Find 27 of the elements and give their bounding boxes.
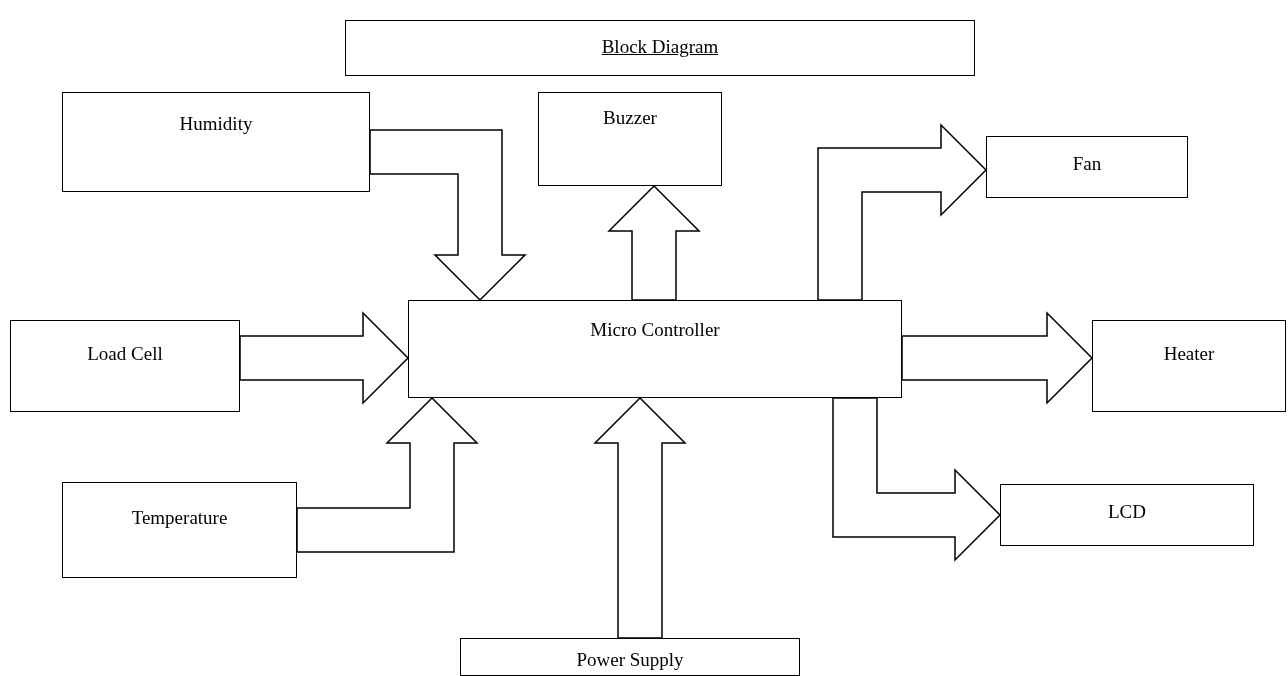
block-label: Micro Controller: [590, 319, 720, 341]
block-arrow: [817, 123, 988, 301]
block-label: Fan: [1072, 153, 1102, 175]
block-arrow: [369, 129, 527, 302]
block-label: Load Cell: [87, 343, 163, 365]
block-box: [538, 92, 722, 186]
block-box: [1000, 484, 1254, 546]
block-box: [1092, 320, 1286, 412]
block-label: LCD: [1108, 501, 1146, 523]
block-box: [986, 136, 1188, 198]
block-arrow: [832, 397, 1002, 562]
block-arrow: [901, 311, 1094, 405]
block-label: Power Supply: [576, 649, 684, 671]
block-arrow: [593, 396, 687, 639]
block-box: [62, 482, 297, 578]
block-label: Buzzer: [603, 107, 657, 129]
block-arrow: [607, 184, 701, 301]
block-arrow: [239, 311, 410, 405]
block-label: Heater: [1163, 343, 1215, 365]
block-box: [10, 320, 240, 412]
block-label: Temperature: [131, 507, 228, 529]
diagram-title: Block Diagram: [601, 36, 719, 58]
block-box: [62, 92, 370, 192]
block-label: Humidity: [179, 113, 253, 135]
block-box: [460, 638, 800, 676]
block-arrow: [296, 396, 479, 553]
block-box: [408, 300, 902, 398]
